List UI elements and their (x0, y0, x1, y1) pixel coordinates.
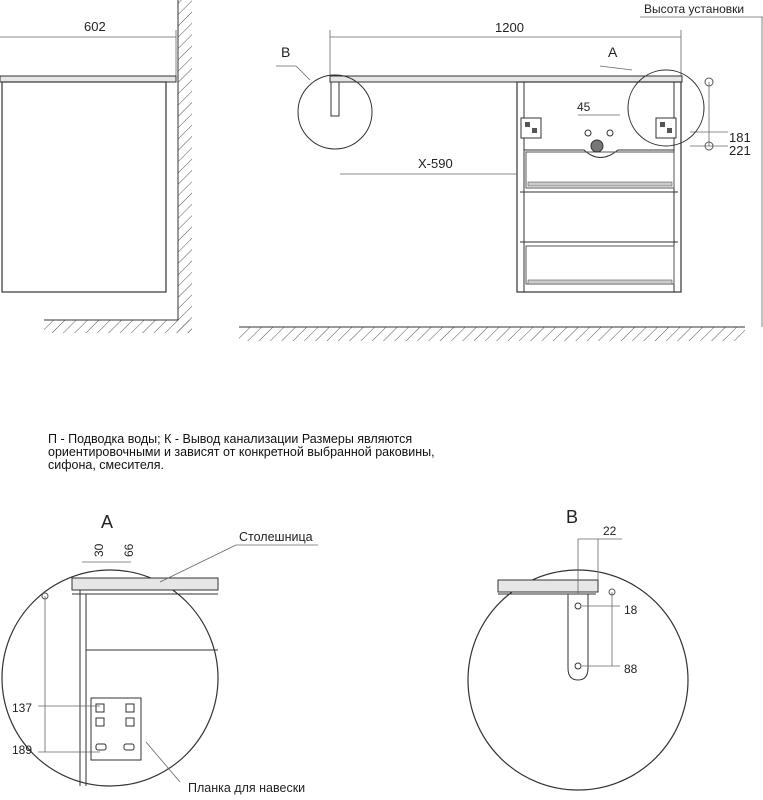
dim-602-label: 602 (84, 19, 106, 34)
sink-outline (524, 149, 674, 158)
water-inlet-left (584, 129, 592, 137)
installation-note: П - Подводка воды; К - Вывод канализации… (48, 432, 435, 472)
floor-hatch-left (44, 320, 192, 333)
dim-189-label: 189 (12, 743, 32, 757)
detail-a-circle (1, 569, 219, 787)
dim-66-label: 66 (122, 543, 136, 557)
detail-a-title: A (101, 512, 113, 532)
front-cabinet-body (516, 81, 682, 293)
wall-hatch (178, 0, 192, 333)
detail-b-title: B (566, 507, 578, 527)
detail-b-bracket (567, 593, 589, 681)
front-countertop (329, 75, 683, 83)
drain-outlet (590, 139, 604, 153)
detail-a: A 30 66 137 189 Столешница Планка для на… (1, 512, 318, 795)
side-cabinet-body (1, 81, 167, 293)
hanging-bracket-right (655, 117, 677, 139)
dim-22-label: 22 (603, 524, 617, 538)
front-view: Высота установки 1200 45 (239, 2, 763, 341)
callout-a-label: A (608, 44, 618, 60)
upper-drawer (525, 151, 675, 189)
dim-x590-label: X-590 (418, 156, 453, 171)
side-view: 602 (0, 0, 192, 333)
side-countertop (0, 75, 177, 83)
dim-137-label: 137 (12, 701, 32, 715)
callout-b-label: B (281, 44, 290, 60)
detail-b: B 22 18 88 (467, 507, 689, 791)
dim-45-label: 45 (577, 100, 591, 114)
bracket-label: Планка для навески (188, 781, 305, 795)
install-height-label: Высота установки (644, 2, 744, 16)
detail-b-countertop (497, 579, 599, 593)
detail-a-countertop (71, 577, 219, 591)
dim-221-label: 221 (729, 143, 751, 158)
callout-circle-a (627, 69, 705, 147)
dim-18-label: 18 (624, 603, 638, 617)
water-inlet-right (606, 129, 614, 137)
dim-88-label: 88 (624, 662, 638, 676)
hanging-bracket-left (520, 117, 542, 139)
callout-circle-b (297, 74, 373, 150)
dim-1200-label: 1200 (495, 20, 524, 35)
dim-181-label: 181 (729, 130, 751, 145)
floor-hatch-right (239, 327, 745, 341)
dim-30-label: 30 (92, 543, 106, 557)
countertop-label: Столешница (239, 530, 313, 544)
